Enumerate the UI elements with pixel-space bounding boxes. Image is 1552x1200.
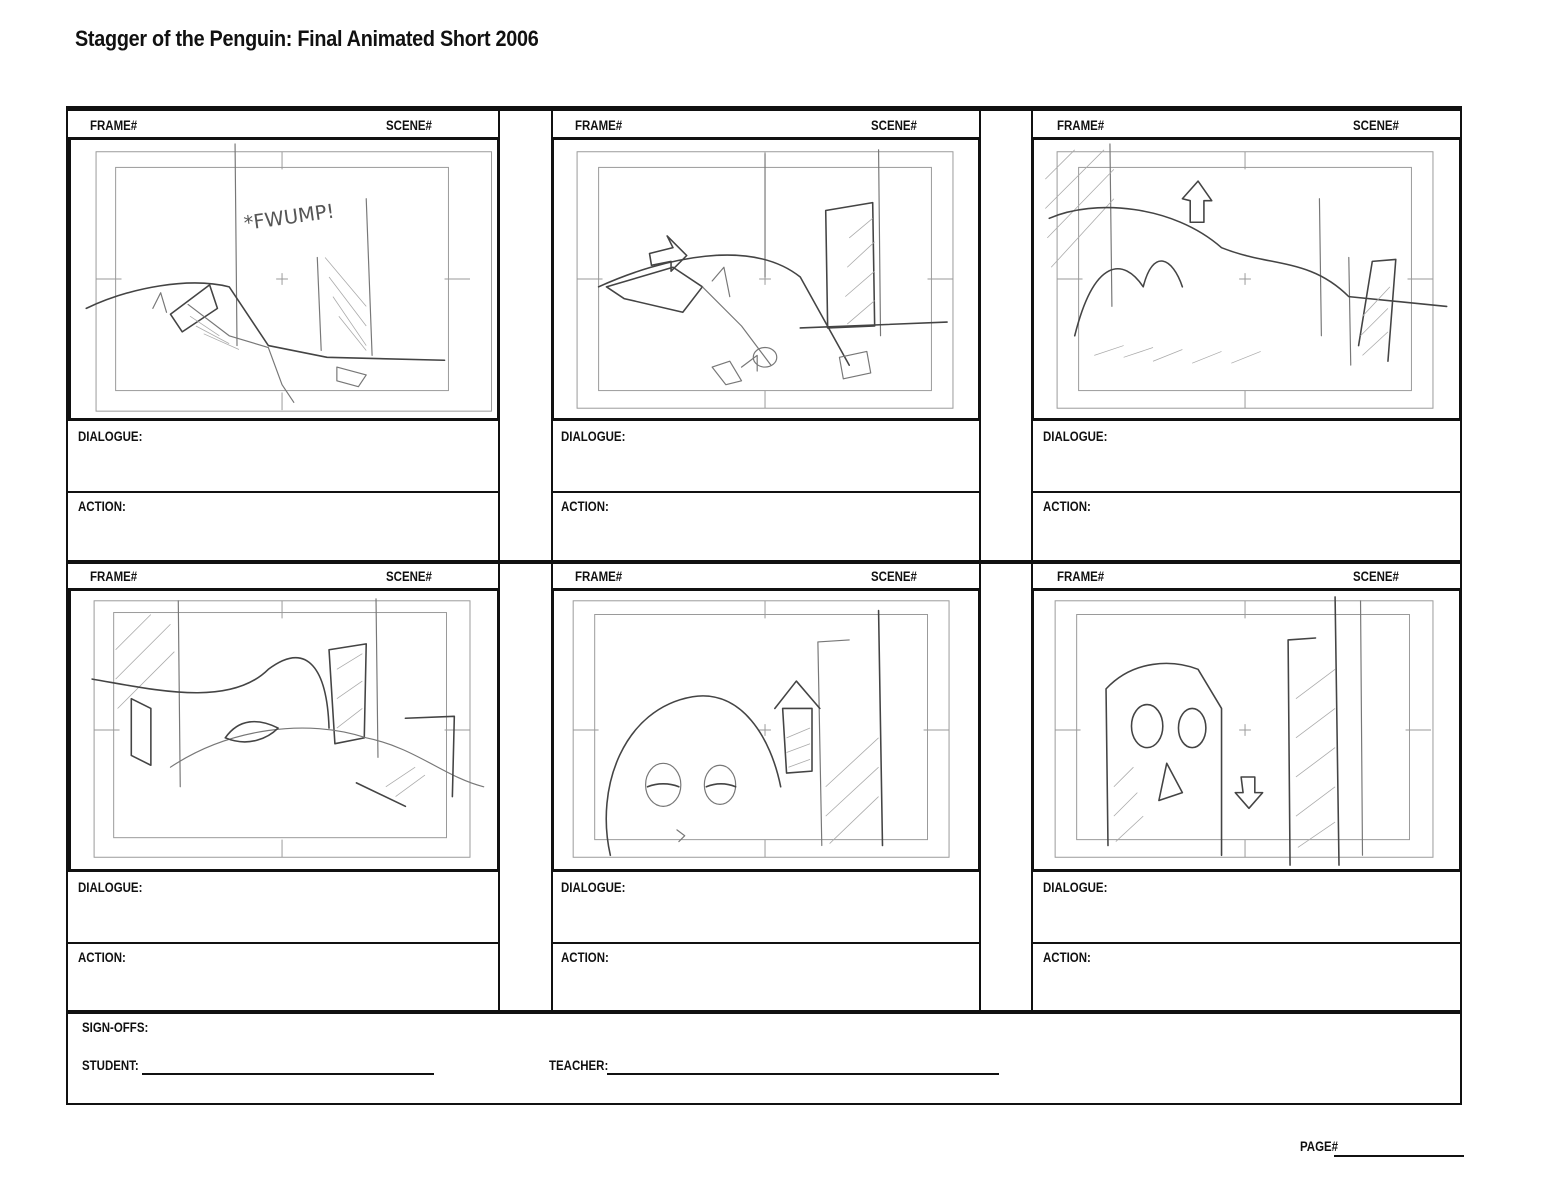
frame-label: FRAME#: [1057, 118, 1105, 133]
frame-label: FRAME#: [575, 569, 623, 584]
dialogue-label: DIALOGUE:: [78, 880, 143, 895]
dialogue-label: DIALOGUE:: [561, 429, 626, 444]
action-label: ACTION:: [561, 950, 609, 965]
scene-label: SCENE#: [871, 118, 917, 133]
action-label: ACTION:: [78, 950, 126, 965]
student-label: STUDENT:: [82, 1058, 139, 1073]
scene-label: SCENE#: [386, 569, 432, 584]
teacher-label: TEACHER:: [549, 1058, 609, 1073]
page-number-line[interactable]: [1334, 1155, 1464, 1157]
row-divider: [68, 560, 1460, 564]
penguin-head-rising-sketch: [572, 600, 950, 858]
scene-label: SCENE#: [1353, 118, 1399, 133]
frame-6: [1031, 588, 1462, 872]
frame-label: FRAME#: [90, 569, 138, 584]
penguin-lying-sketch: [91, 598, 485, 858]
frame-label: FRAME#: [575, 118, 623, 133]
dialogue-label: DIALOGUE:: [78, 429, 143, 444]
dialogue-label: DIALOGUE:: [561, 880, 626, 895]
frame-1: *FWUMP!: [68, 137, 500, 421]
page-number-label: PAGE#: [1300, 1139, 1339, 1154]
storyboard-sheet: FRAME# SCENE# *FWUMP! DIALOGUE: ACTION: F…: [66, 106, 1462, 1105]
frame-5: [551, 588, 981, 872]
action-label: ACTION:: [561, 499, 609, 514]
row-divider: [68, 1010, 1460, 1014]
frame-4: [68, 588, 500, 872]
storyboard-panel-4: FRAME# SCENE# DIALOGUE: ACTION:: [68, 562, 500, 1012]
storyboard-panel-6: FRAME# SCENE# DIALOGUE: ACTION:: [1031, 562, 1462, 1012]
sheet-title: Stagger of the Penguin: Final Animated S…: [75, 26, 539, 51]
dialogue-label: DIALOGUE:: [1043, 880, 1108, 895]
teacher-signature-line[interactable]: [607, 1073, 999, 1075]
scene-label: SCENE#: [871, 569, 917, 584]
student-signature-line[interactable]: [142, 1073, 434, 1075]
frame-label: FRAME#: [1057, 569, 1105, 584]
action-label: ACTION:: [1043, 499, 1091, 514]
scene-label: SCENE#: [386, 118, 432, 133]
storyboard-panel-3: FRAME# SCENE# DIALOGUE: ACTION:: [1031, 111, 1462, 561]
action-label: ACTION:: [78, 499, 126, 514]
penguin-slide-arrows-sketch: [576, 149, 954, 409]
scene-label: SCENE#: [1353, 569, 1399, 584]
frame-2: [551, 137, 981, 421]
frame-3: [1031, 137, 1462, 421]
penguin-standing-sketch: [1054, 596, 1434, 866]
dialogue-label: DIALOGUE:: [1043, 429, 1108, 444]
frame-label: FRAME#: [90, 118, 138, 133]
action-label: ACTION:: [1043, 950, 1091, 965]
signoffs-section: SIGN-OFFS: STUDENT: TEACHER:: [68, 1014, 1460, 1106]
storyboard-panel-2: FRAME# SCENE# DIALOGUE: ACTION:: [551, 111, 981, 561]
penguin-sliding-sketch: *FWUMP!: [85, 143, 493, 412]
penguin-rising-sketch: [1045, 143, 1448, 409]
signoffs-heading: SIGN-OFFS:: [82, 1020, 149, 1035]
storyboard-panel-5: FRAME# SCENE# DIALOGUE: ACTION:: [551, 562, 981, 1012]
storyboard-panel-1: FRAME# SCENE# *FWUMP! DIALOGUE: ACTION:: [68, 111, 500, 561]
sound-effect-text: *FWUMP!: [242, 200, 336, 235]
